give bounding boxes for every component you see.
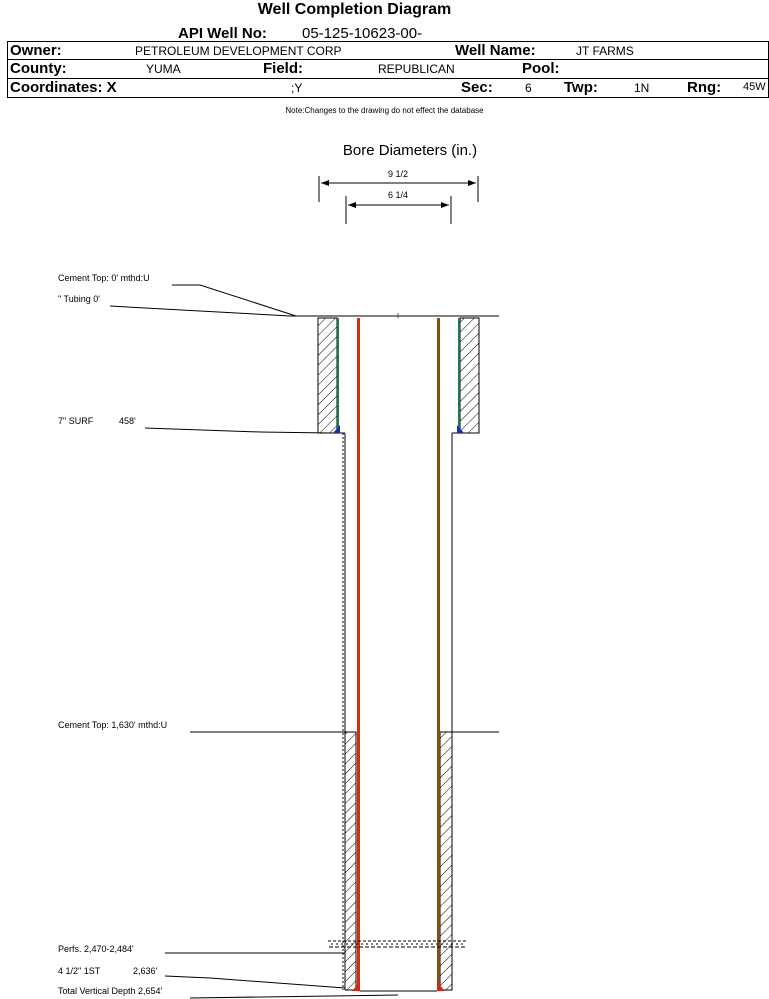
twp-value: 1N	[634, 81, 650, 95]
pool-label: Pool:	[522, 60, 560, 77]
perforations	[328, 940, 468, 948]
rng-label: Rng:	[687, 79, 722, 96]
api-label: API Well No:	[178, 25, 267, 42]
surface-cement	[317, 317, 480, 434]
tubing-left	[357, 318, 360, 991]
cement-top-1-label: Cement Top: 0' mthd:U	[58, 273, 150, 283]
total-depth-label: Total Vertical Depth 2,654'	[58, 986, 163, 996]
leader-lines	[109, 284, 399, 999]
production-shoe-right	[437, 982, 445, 991]
production-casing-depth: 2,636'	[133, 966, 158, 976]
owner-row: Owner: PETROLEUM DEVELOPMENT CORP Well N…	[7, 41, 769, 60]
rng-value: 45W	[743, 81, 766, 93]
api-value: 05-125-10623-00-	[302, 25, 423, 42]
surface-shoe-right	[457, 425, 464, 433]
owner-label: Owner:	[10, 42, 62, 59]
surface-casing-label: 7" SURF	[58, 416, 94, 426]
bore-inner-label: 6 1/4	[388, 190, 408, 200]
coords-row: Coordinates: X ;Y Sec: 6 Twp: 1N Rng: 45…	[7, 79, 769, 98]
surface-shoe-left	[333, 425, 340, 433]
production-casing-label: 4 1/2" 1ST	[58, 966, 101, 976]
sec-value: 6	[525, 81, 532, 95]
county-label: County:	[10, 60, 67, 77]
production-shoe-left	[352, 982, 360, 991]
production-cement	[344, 731, 453, 991]
county-value: YUMA	[146, 62, 181, 76]
bore-diameters-title: Bore Diameters (in.)	[342, 142, 478, 159]
bore-dimension-inner	[345, 196, 452, 224]
tubing-label: " Tubing 0'	[58, 294, 100, 304]
surface-casing-depth: 458'	[119, 416, 136, 426]
sec-label: Sec:	[461, 79, 493, 96]
bore-dimension-outer	[318, 176, 479, 202]
well-name-label: Well Name:	[455, 42, 536, 59]
cement-top-2-label: Cement Top: 1,630' mthd:U	[58, 720, 167, 730]
tubing-right	[437, 318, 440, 991]
owner-value: PETROLEUM DEVELOPMENT CORP	[135, 44, 342, 58]
perfs-label: Perfs. 2,470-2,484'	[58, 944, 134, 954]
field-label: Field:	[263, 60, 303, 77]
page-title: Well Completion Diagram	[257, 1, 452, 18]
twp-label: Twp:	[564, 79, 598, 96]
county-row: County: YUMA Field: REPUBLICAN Pool:	[7, 60, 769, 79]
coords-label: Coordinates: X	[10, 79, 117, 96]
database-note: Note:Changes to the drawing do not effec…	[285, 106, 484, 115]
well-name-value: JT FARMS	[576, 44, 634, 58]
coords-y: ;Y	[291, 81, 303, 95]
bore-outer-label: 9 1/2	[388, 169, 408, 179]
field-value: REPUBLICAN	[378, 62, 455, 76]
